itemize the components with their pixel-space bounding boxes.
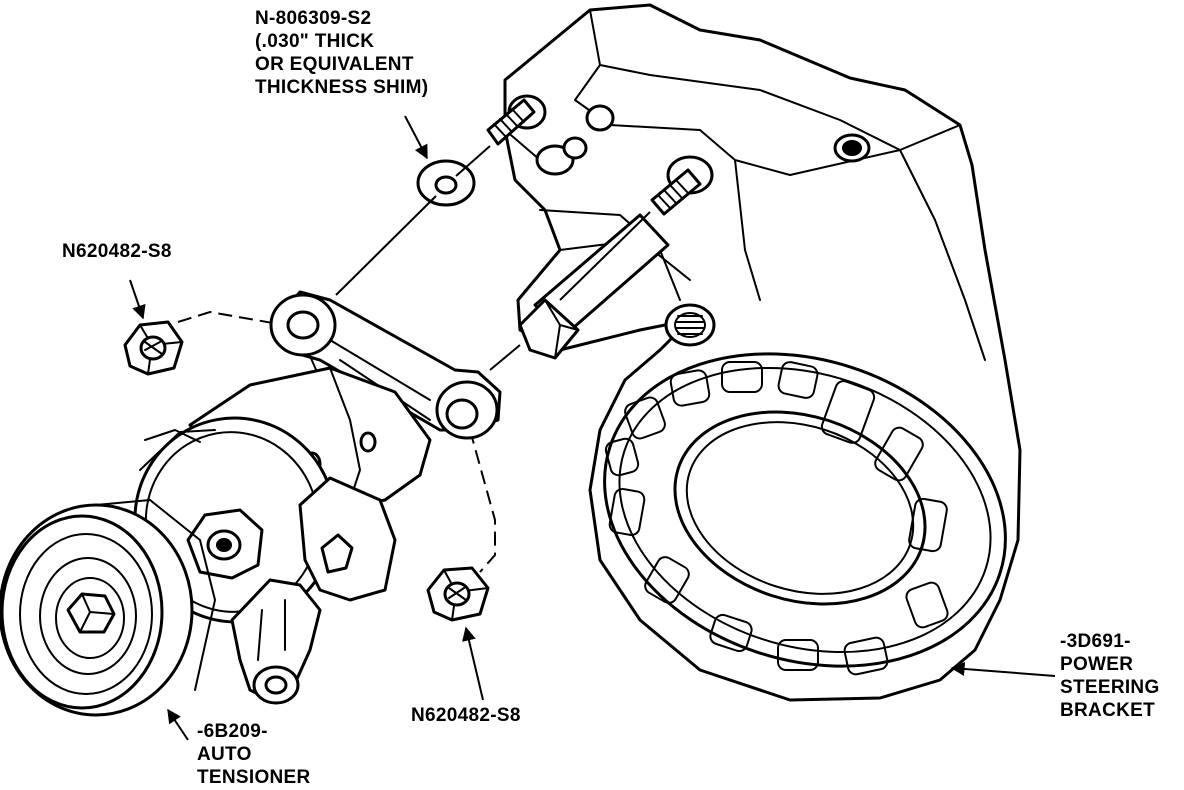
bracket-studs [486,94,714,360]
tensioner-part-number: -6B209- [197,721,268,742]
hex-nut-upper [123,320,184,376]
bracket-callout: -3D691- POWER STEERING BRACKET [1060,630,1160,722]
power-steering-bracket [503,3,1022,702]
lower-nut-callout: N620482-S8 [411,704,521,727]
shim-spec-line-2: OR EQUIVALENT [255,54,414,75]
shim-callout: N-806309-S2 (.030" THICK OR EQUIVALENT T… [255,7,428,99]
alignment-lines [177,145,651,573]
tensioner-name-line-1: AUTO [197,744,252,765]
lower-nut-part-number: N620482-S8 [411,705,521,726]
shim-spec-line-3: THICKNESS SHIM) [255,77,429,98]
hex-nut-lower [426,566,490,622]
bracket-name-line-1: POWER [1060,654,1134,675]
bracket-pockets [604,361,949,676]
shim-spec-line-1: (.030" THICK [255,31,375,52]
upper-nut-part-number: N620482-S8 [62,241,172,262]
bracket-part-number: -3D691- [1060,631,1131,652]
auto-tensioner [0,290,502,717]
bracket-name-line-3: BRACKET [1060,700,1155,721]
shim-part-number: N-806309-S2 [255,8,372,29]
bracket-name-line-2: STEERING [1060,677,1160,698]
tensioner-callout: -6B209- AUTO TENSIONER [197,720,311,789]
upper-nut-callout: N620482-S8 [62,240,172,263]
tensioner-name-line-2: TENSIONER [197,767,311,788]
leader-arrows [129,115,1056,741]
